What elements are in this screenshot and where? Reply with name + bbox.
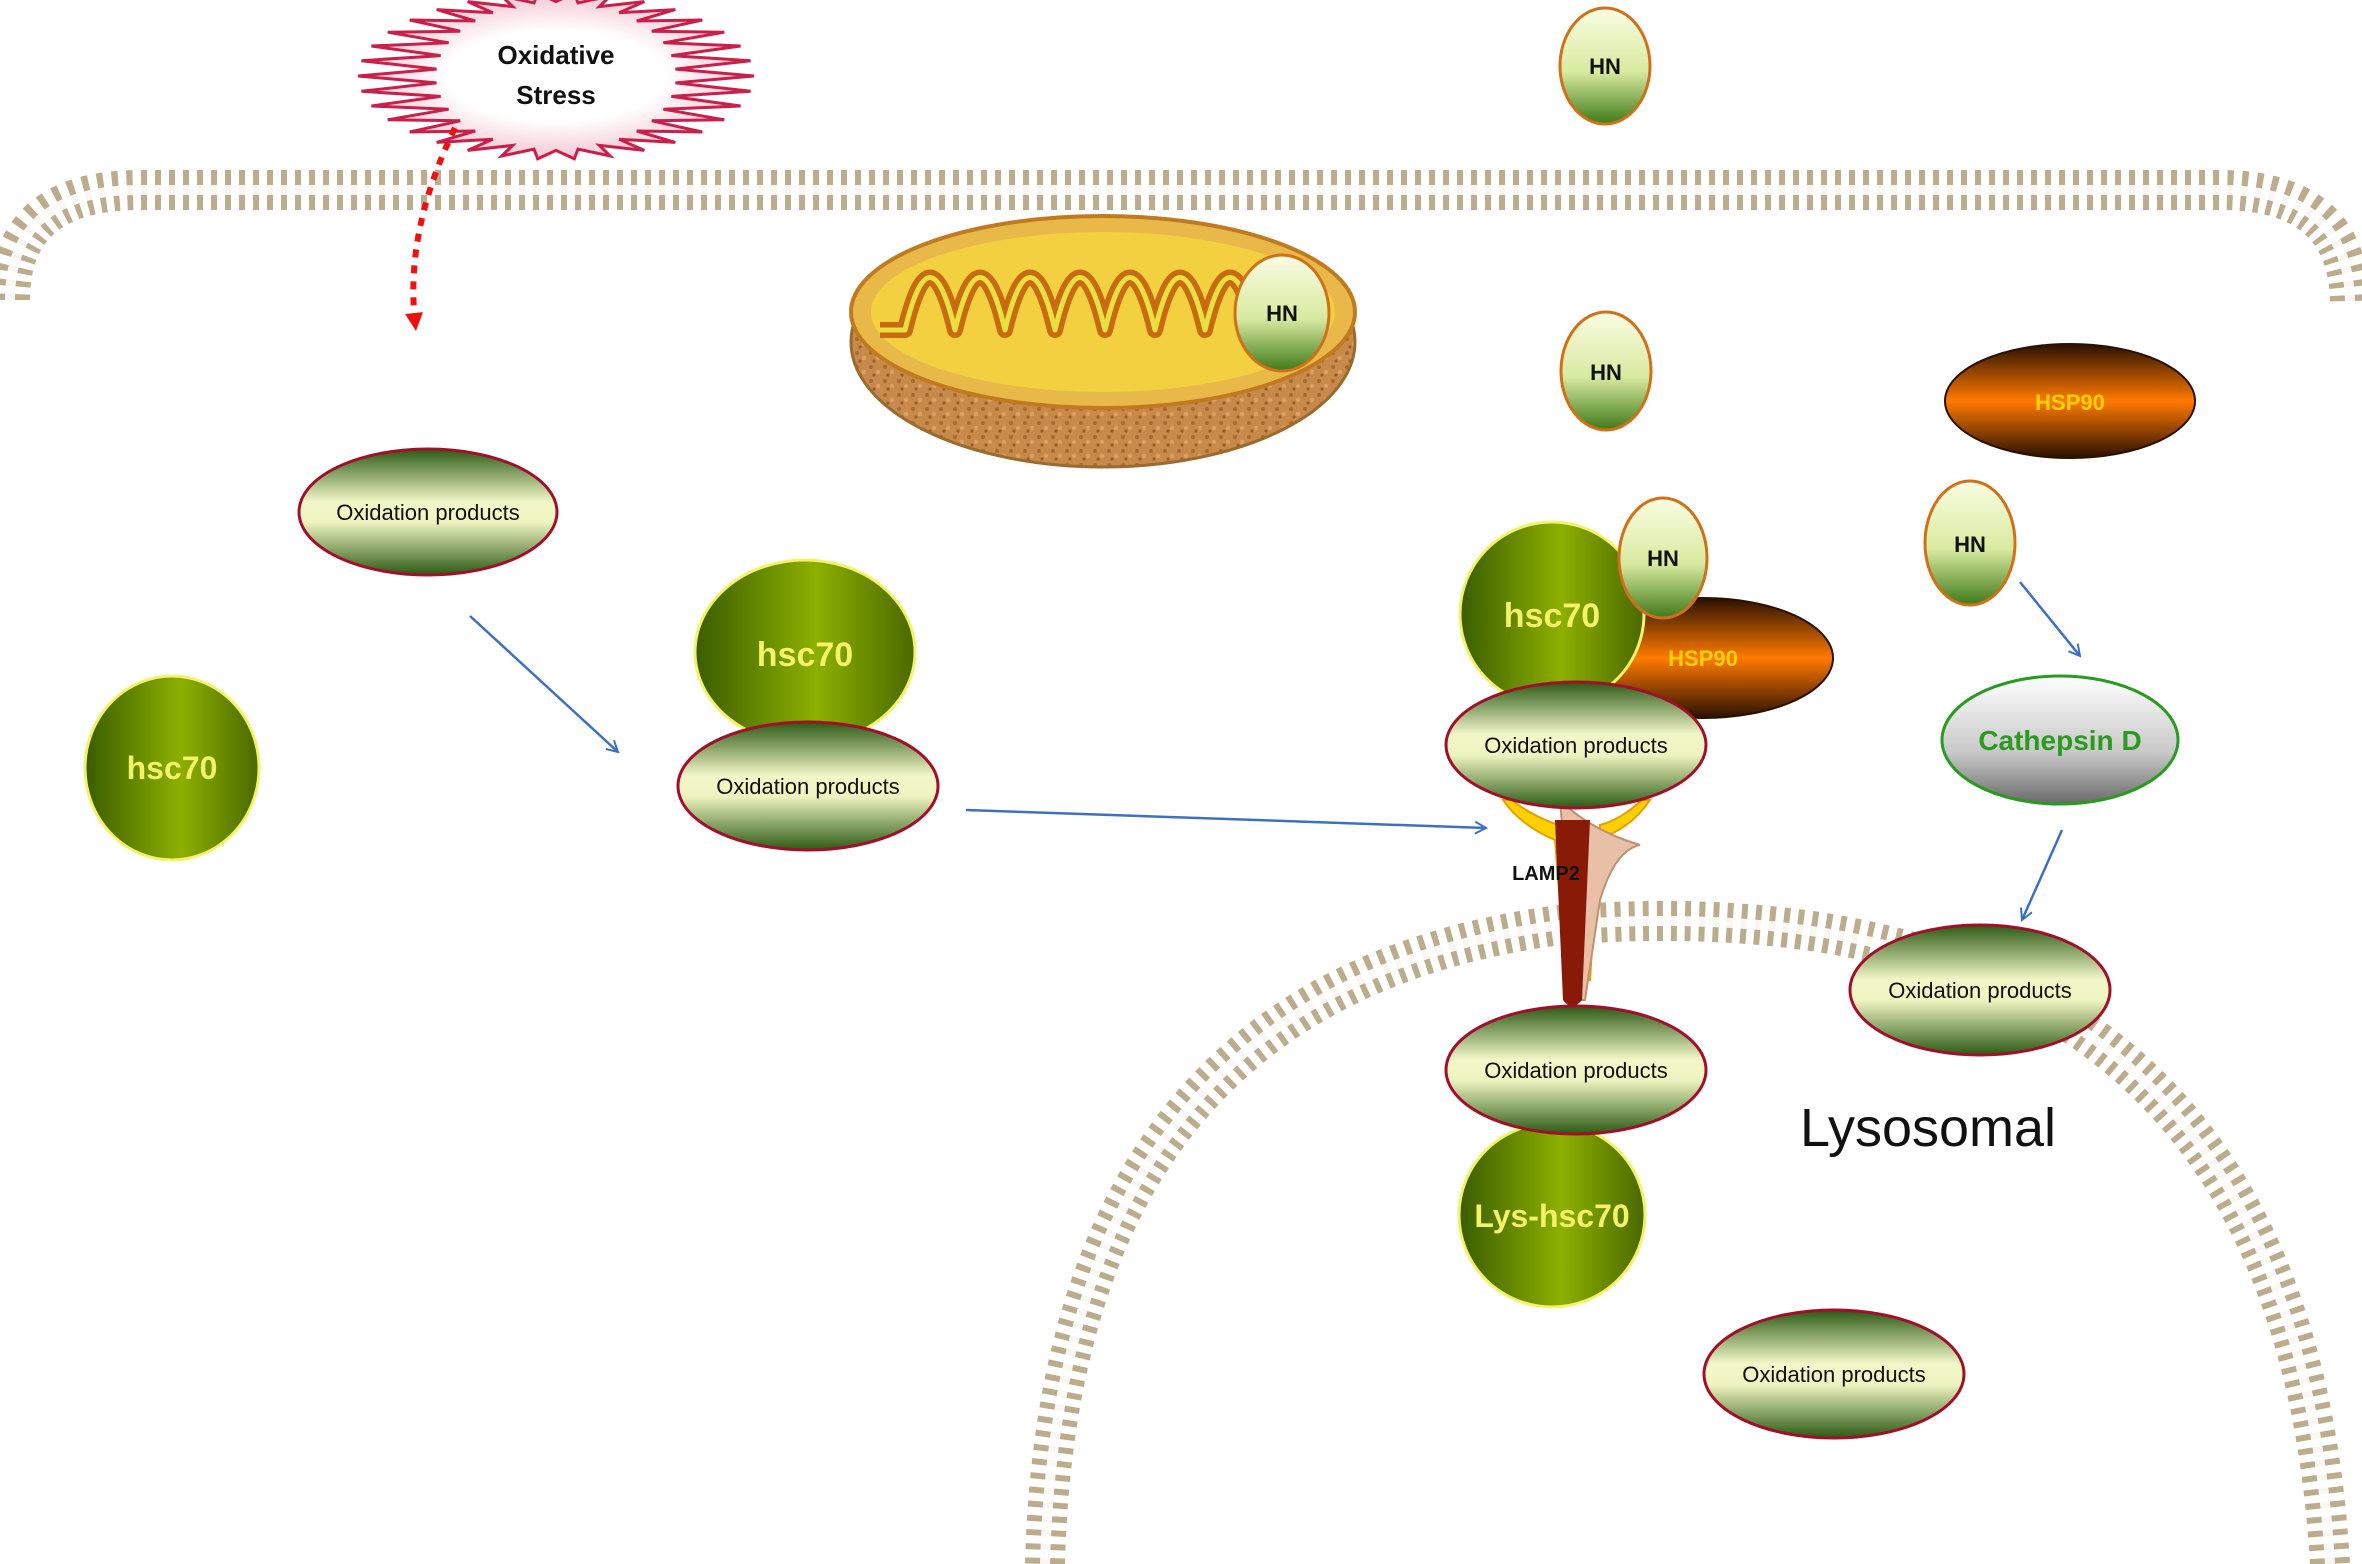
oxidative-stress-label-2: Stress (516, 80, 596, 110)
hsc70-label: hsc70 (757, 636, 853, 674)
lys-hsc70-label: Lys-hsc70 (1474, 1198, 1629, 1234)
cathepsin-d: Cathepsin D (1940, 674, 2180, 806)
hn-bound: HN (1617, 496, 1709, 620)
hn-label: HN (1954, 532, 1986, 557)
hn-label: HN (1266, 301, 1298, 326)
cell-membrane (0, 170, 2362, 306)
arrow-hn-to-cathepsin (2019, 581, 2080, 656)
hn-extracellular: HN (1558, 6, 1652, 126)
oxidation-products-translocated: Oxidation products (1444, 1004, 1708, 1136)
hn-label: HN (1590, 360, 1622, 385)
oxidation-products-lysosome-lumen: Oxidation products (1702, 1308, 1966, 1440)
hn-cytosolic: HN (1559, 310, 1653, 432)
oxidation-products-free: Oxidation products (297, 447, 559, 577)
lysosomal-label: Lysosomal (1800, 1098, 2056, 1158)
arrow-complex-to-lamp2 (965, 808, 1486, 828)
oxidative-stress-burst: Oxidative Stress (357, 0, 755, 161)
cathepsin-d-label: Cathepsin D (1978, 725, 2141, 756)
hsp90-label: HSP90 (1668, 646, 1738, 671)
lamp2-receptor: LAMP2 (1501, 797, 1652, 1006)
oxidation-products-label: Oxidation products (1484, 733, 1667, 758)
hn-mitochondrial: HN (1233, 253, 1331, 373)
lys-hsc70: Lys-hsc70 (1457, 1121, 1647, 1309)
oxidation-products-label: Oxidation products (1888, 978, 2071, 1003)
oxidation-products-docking: Oxidation products (1444, 680, 1708, 810)
oxidation-products-label: Oxidation products (1484, 1058, 1667, 1083)
hsp90-free: HSP90 (1944, 343, 2196, 459)
hn-label: HN (1589, 54, 1621, 79)
hn-right: HN (1923, 479, 2017, 607)
stress-arrow (405, 126, 458, 331)
arrow-cathepsin-to-lysosome (2022, 829, 2064, 920)
hsc70-free: hsc70 (83, 674, 261, 862)
hn-label: HN (1647, 546, 1679, 571)
oxidation-products-lysosome-right: Oxidation products (1848, 923, 2112, 1057)
hsc70-substrate-complex: hsc70 Oxidation products (676, 558, 940, 852)
hsc70-bound: hsc70 (1458, 520, 1646, 708)
oxidation-products-label: Oxidation products (1742, 1362, 1925, 1387)
arrow-oxidation-to-complex (469, 615, 618, 752)
lysosome-membrane (1025, 901, 2350, 1564)
hsp90-label: HSP90 (2035, 390, 2105, 415)
oxidation-products-label: Oxidation products (716, 774, 899, 799)
hsc70-label: hsc70 (127, 750, 218, 786)
mitochondrion (849, 214, 1357, 469)
hsc70-label: hsc70 (1504, 597, 1600, 635)
oxidation-products-label: Oxidation products (336, 500, 519, 525)
oxidative-stress-label: Oxidative (497, 40, 614, 70)
lamp2-label: LAMP2 (1512, 863, 1580, 885)
